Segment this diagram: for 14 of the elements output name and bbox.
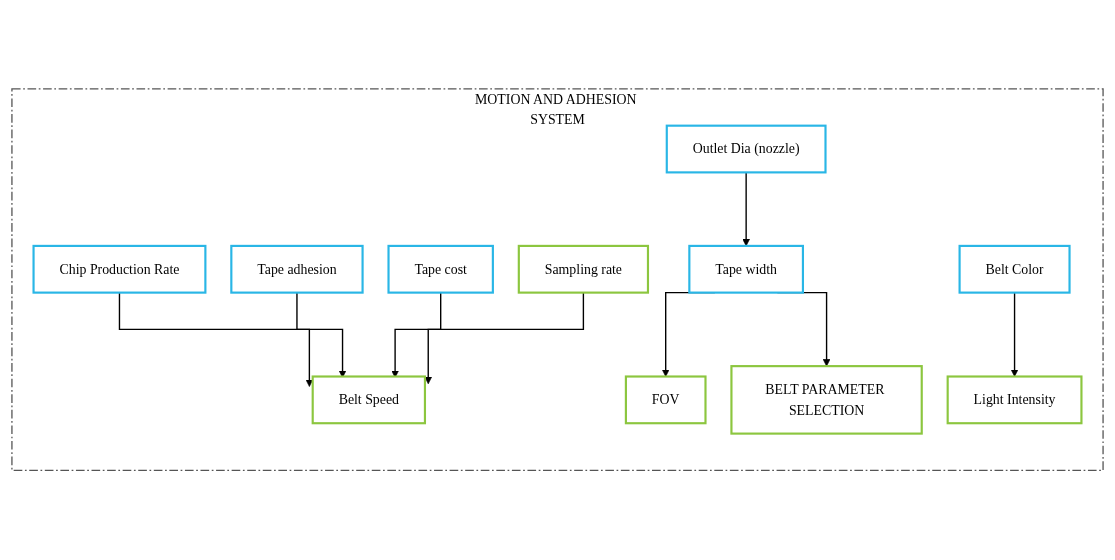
- node-box: Tape width: [688, 245, 804, 295]
- arrow: [118, 292, 314, 388]
- node-box: Outlet Dia (nozzle): [665, 124, 827, 174]
- node-box: FOV: [624, 375, 707, 425]
- node-box: Tape adhesion: [230, 245, 364, 295]
- node-box: Tape cost: [387, 245, 494, 295]
- node-box: Sampling rate: [517, 245, 650, 295]
- node-box: Belt Speed: [311, 375, 426, 425]
- node-box: Chip Production Rate: [32, 245, 207, 295]
- arrow: [424, 292, 585, 385]
- node-box: Belt Color: [958, 245, 1071, 295]
- node-box: Light Intensity: [946, 375, 1083, 425]
- node-box: BELT PARAMETER SELECTION: [730, 365, 923, 436]
- arrow: [742, 172, 750, 247]
